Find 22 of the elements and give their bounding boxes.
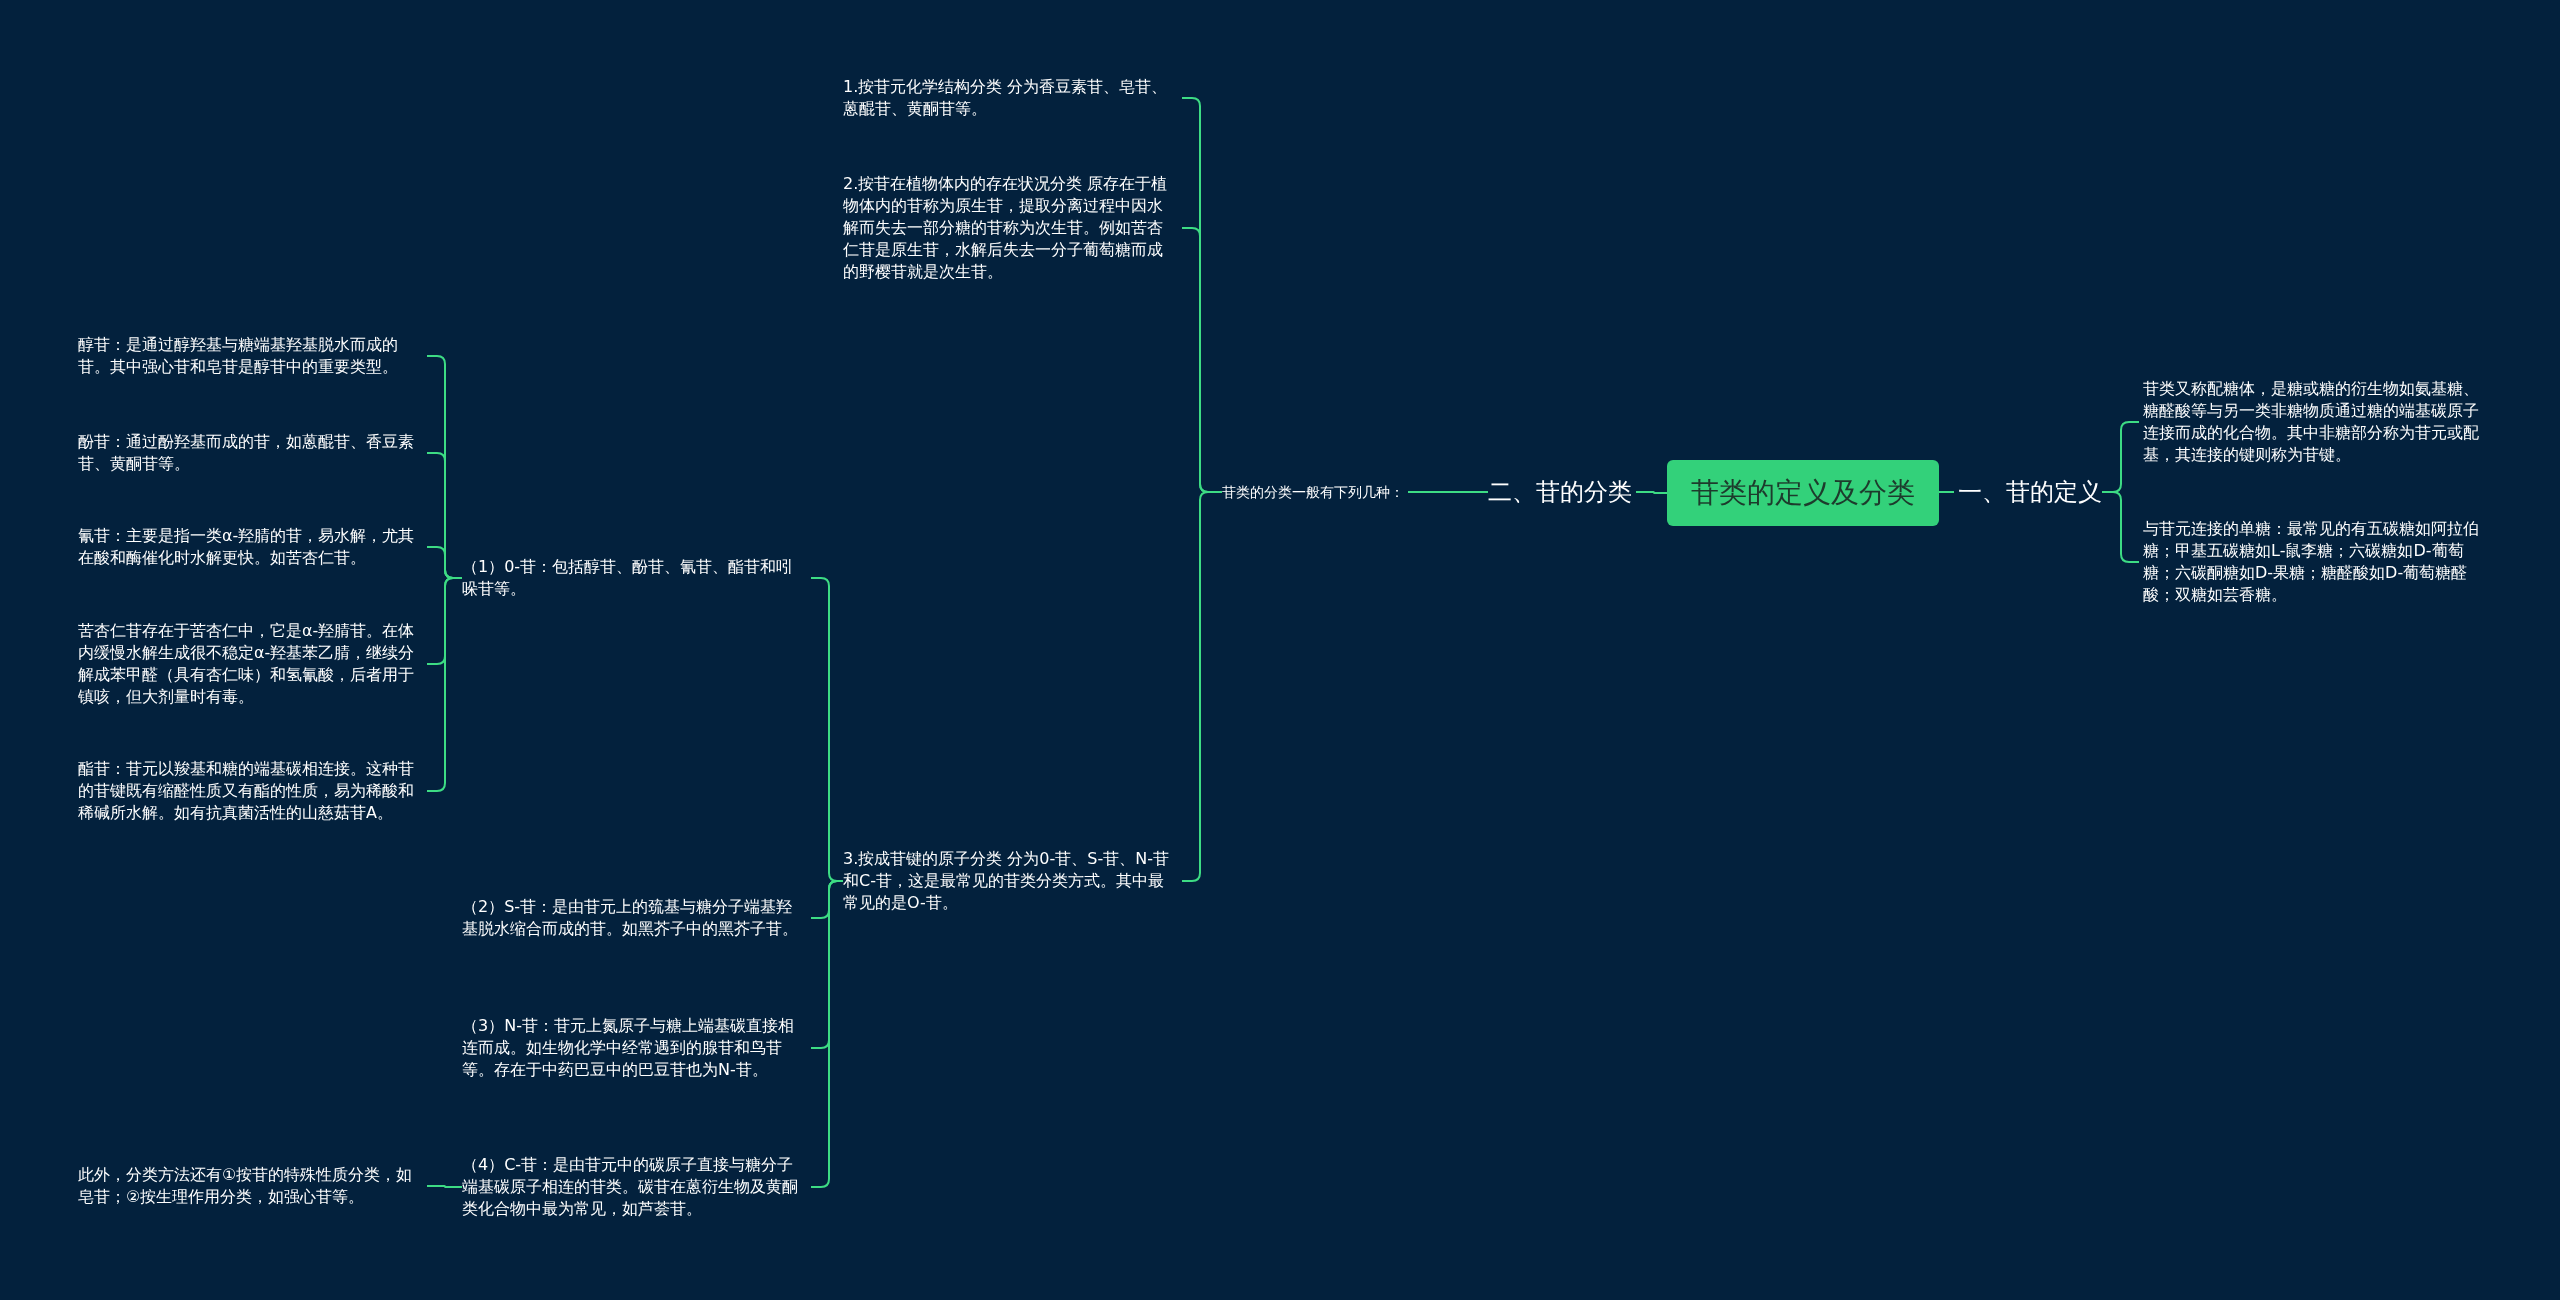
connector-line <box>1407 491 1489 493</box>
topic-text: （1）0-苷：包括醇苷、酚苷、氰苷、酯苷和吲哚苷等。 <box>462 556 807 600</box>
topic-text: 此外，分类方法还有①按苷的特殊性质分类，如皂苷；②按生理作用分类，如强心苷等。 <box>78 1164 423 1208</box>
connector-line <box>426 1185 463 1188</box>
topic-text: （4）C-苷：是由苷元中的碳原子直接与糖分子端基碳原子相连的苷类。碳苷在蒽衍生物及黄酮类化合物中最为常见，如芦荟苷。 <box>462 1154 807 1220</box>
topic-text: 醇苷：是通过醇羟基与糖端基羟基脱水而成的苷。其中强心苷和皂苷是醇苷中的重要类型。 <box>78 334 423 378</box>
central-topic-box: 苷类的定义及分类 <box>1667 460 1939 526</box>
topic-text: 3.按成苷键的原子分类 分为0-苷、S-苷、N-苷和C-苷，这是最常见的苷类分类方式。其中最常见的是O-苷。 <box>843 848 1178 914</box>
topic-text: （3）N-苷：苷元上氮原子与糖上端基碳直接相连而成。如生物化学中经常遇到的腺苷和鸟苷等。存在于中药巴豆中的巴豆苷也为N-苷。 <box>462 1015 807 1081</box>
topic-text: 苦杏仁苷存在于苦杏仁中，它是α-羟腈苷。在体内缓慢水解生成很不稳定α-羟基苯乙腈，继续分解成苯甲醛（具有杏仁味）和氢氰酸，后者用于镇咳，但大剂量时有毒。 <box>78 620 423 708</box>
topic-text: 酯苷：苷元以羧基和糖的端基碳相连接。这种苷的苷键既有缩醛性质又有酯的性质，易为稀酸和稀碱所水解。如有抗真菌活性的山慈菇苷A。 <box>78 758 423 824</box>
topic-text: 氰苷：主要是指一类α-羟腈的苷，易水解，尤其在酸和酶催化时水解更快。如苦杏仁苷。 <box>78 525 423 569</box>
topic-text: （2）S-苷：是由苷元上的巯基与糖分子端基羟基脱水缩合而成的苷。如黑芥子中的黑芥子苷。 <box>462 896 807 940</box>
topic-text: 酚苷：通过酚羟基而成的苷，如蒽醌苷、香豆素苷、黄酮苷等。 <box>78 431 423 475</box>
topic-text: 苷类又称配糖体，是糖或糖的衍生物如氨基糖、糖醛酸等与另一类非糖物质通过糖的端基碳原子连接而成的化合物。其中非糖部分称为苷元或配基，其连接的键则称为苷键。 <box>2143 378 2488 466</box>
branch-heading: 二、苷的分类 <box>1488 476 1632 508</box>
topic-text: 与苷元连接的单糖：最常见的有五碳糖如阿拉伯糖；甲基五碳糖如L-鼠李糖；六碳糖如D-葡萄糖；六碳酮糖如D-果糖；糖醛酸如D-葡萄糖醛酸；双糖如芸香糖。 <box>2143 518 2488 606</box>
branch-text: 苷类的分类一般有下列几种： <box>1222 482 1404 502</box>
topic-text: 2.按苷在植物体内的存在状况分类 原存在于植物体内的苷称为原生苷，提取分离过程中因水解而失去一部分糖的苷称为次生苷。例如苦杏仁苷是原生苷，水解后失去一分子葡萄糖而成的野樱苷就是次生苷。 <box>843 173 1178 283</box>
topic-text: 1.按苷元化学结构分类 分为香豆素苷、皂苷、蒽醌苷、黄酮苷等。 <box>843 76 1178 120</box>
connector-line <box>1635 491 1668 494</box>
branch-heading: 一、苷的定义 <box>1958 476 2102 508</box>
